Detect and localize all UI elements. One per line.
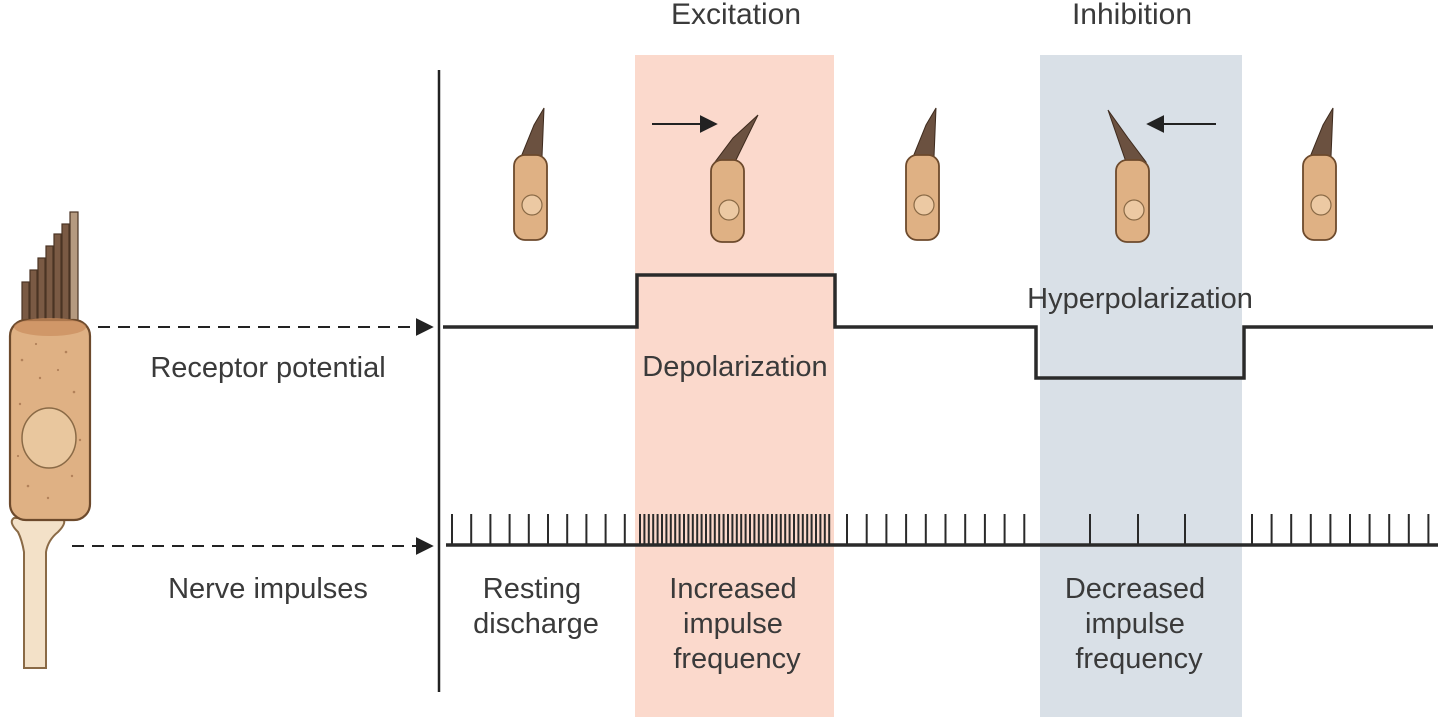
nucleus — [1123, 199, 1145, 221]
small-hair-cells — [513, 107, 1337, 243]
depolarization-label: Depolarization — [642, 351, 827, 383]
nerve-impulses-label: Nerve impulses — [168, 573, 368, 605]
stereocilia-bundle — [1309, 107, 1334, 158]
stereocilia-bundle — [21, 211, 79, 323]
receptor-potential-trace — [443, 273, 1433, 380]
increased-frequency-label: Increased impulse frequency — [669, 573, 804, 675]
hyperpolarization-label: Hyperpolarization — [1027, 283, 1253, 315]
cytoplasm-speckles — [16, 342, 82, 500]
impulse-spikes — [451, 514, 1430, 545]
small-hair-cell-icon — [513, 107, 548, 241]
inhibition-header: Inhibition — [1072, 0, 1192, 31]
resting-discharge-label: Resting discharge — [473, 573, 599, 640]
stereocilia-bundle — [912, 107, 937, 158]
small-hair-cell-icon — [710, 114, 759, 243]
stereocilia-bundle — [520, 107, 545, 158]
small-hair-cell-icon — [905, 107, 940, 241]
cuticular-plate — [14, 318, 86, 336]
nucleus — [1310, 194, 1332, 216]
nerve-fiber — [10, 517, 66, 669]
small-hair-cell-icon — [1302, 107, 1337, 241]
small-hair-cell-icon — [1107, 109, 1150, 243]
hair-cell-icon — [8, 211, 92, 669]
nucleus — [21, 407, 77, 469]
excitation-header: Excitation — [671, 0, 801, 31]
receptor-potential-label: Receptor potential — [150, 352, 385, 384]
nucleus — [913, 194, 935, 216]
nucleus — [521, 194, 543, 216]
nucleus — [718, 199, 740, 221]
decreased-frequency-label: Decreased impulse frequency — [1065, 573, 1213, 675]
